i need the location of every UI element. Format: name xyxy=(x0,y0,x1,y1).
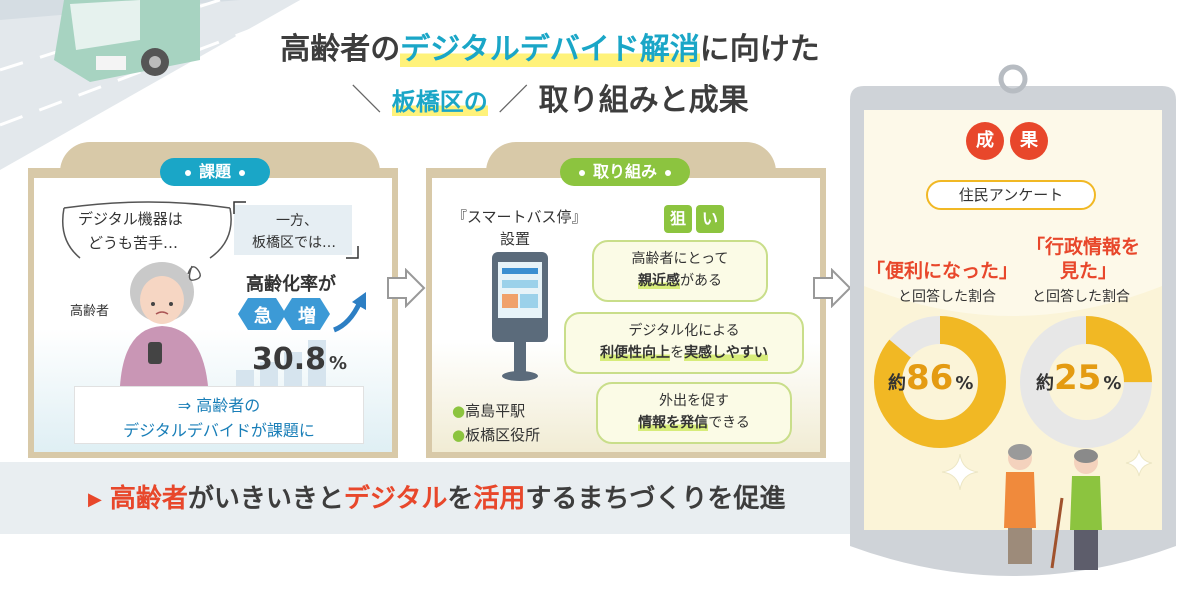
elder-label: 高齢者 xyxy=(70,304,110,319)
worry-scribble-icon xyxy=(187,265,201,281)
seika-tag-2: 果 xyxy=(1010,122,1048,160)
bottom-band xyxy=(0,462,860,534)
survey-label: 住民アンケート xyxy=(926,180,1096,210)
hanger-icon xyxy=(998,64,1028,94)
thought-line2: どうも苦手… xyxy=(88,234,179,252)
left-result-label: 「便利になった」 xyxy=(866,260,1019,282)
smart-bus-line1: 『スマートバス停』 xyxy=(452,208,587,226)
arrow-right-icon-2 xyxy=(813,268,852,308)
bar-growth-bg xyxy=(236,340,326,390)
smart-bus-stop-illustration xyxy=(492,252,548,381)
aim-bubble-2: デジタル化による 利便性向上を実感しやすい xyxy=(564,312,804,374)
main-title-line2: ＼ 板橋区の ／ 取り組みと成果 xyxy=(0,75,1100,119)
sparkle-icon-2 xyxy=(1125,449,1153,477)
bottom-message: ▶高齢者がいきいきとデジタルを活用するまちづくりを促進 xyxy=(88,484,786,514)
rate-label: 高齢化率が xyxy=(246,274,336,295)
right-result-sub: と回答した割合 xyxy=(1032,289,1130,305)
right-result-label1: 「行政情報を xyxy=(1026,236,1141,258)
elderly-woman-illustration xyxy=(120,262,208,386)
rate-value: 30.8% xyxy=(252,342,348,377)
torikumi-tag: 取り組み xyxy=(560,158,690,186)
conclusion-line2: デジタルデバイドが課題に xyxy=(123,421,315,440)
slash-left-icon: ＼ xyxy=(351,83,382,118)
kyuzo-hexagons xyxy=(238,298,330,330)
location-1: ●高島平駅 xyxy=(452,402,526,420)
right-result-value: 約25% xyxy=(1036,358,1122,398)
location-2: ●板橋区役所 xyxy=(452,426,541,444)
donut-right-arc xyxy=(1020,316,1152,448)
main-title-line1: 高齢者のデジタルデバイド解消に向けた xyxy=(280,32,820,67)
bus-illustration xyxy=(54,0,200,82)
left-result-sub: と回答した割合 xyxy=(898,289,996,305)
right-result-label2: 見た」 xyxy=(1060,260,1118,282)
thought-bubble xyxy=(62,201,232,259)
aim-bubble-3: 外出を促す 情報を発信できる xyxy=(596,382,792,444)
note-line2: 板橋区では… xyxy=(252,235,336,251)
kyu-label: 急 xyxy=(254,306,272,327)
smart-bus-line2: 設置 xyxy=(500,230,531,248)
arrow-right-icon xyxy=(387,268,426,308)
note-box xyxy=(234,205,352,255)
conclusion-box: ⇒ 高齢者の デジタルデバイドが課題に xyxy=(74,386,364,444)
zou-label: 増 xyxy=(298,306,316,327)
seika-tag-1: 成 xyxy=(966,122,1004,160)
sparkle-icon xyxy=(941,453,979,491)
rising-arrow-icon xyxy=(333,292,366,333)
nerai-tag-1: 狙 xyxy=(664,205,692,233)
kadai-tag: 課題 xyxy=(160,158,270,186)
donut-left xyxy=(874,316,1006,448)
thought-line1: デジタル機器は xyxy=(78,210,183,228)
left-result-value: 約86% xyxy=(888,358,974,398)
note-line1: 一方、 xyxy=(276,213,318,229)
elderly-couple-illustration xyxy=(1004,444,1102,570)
donut-left-arc xyxy=(874,316,1006,448)
donut-right xyxy=(1020,316,1152,448)
aim-bubble-1: 高齢者にとって 親近感がある xyxy=(592,240,768,302)
nerai-tag-2: い xyxy=(696,205,724,233)
slash-right-icon: ／ xyxy=(498,83,529,118)
conclusion-line1: ⇒ 高齢者の xyxy=(177,396,261,415)
note-bracket xyxy=(233,201,359,259)
